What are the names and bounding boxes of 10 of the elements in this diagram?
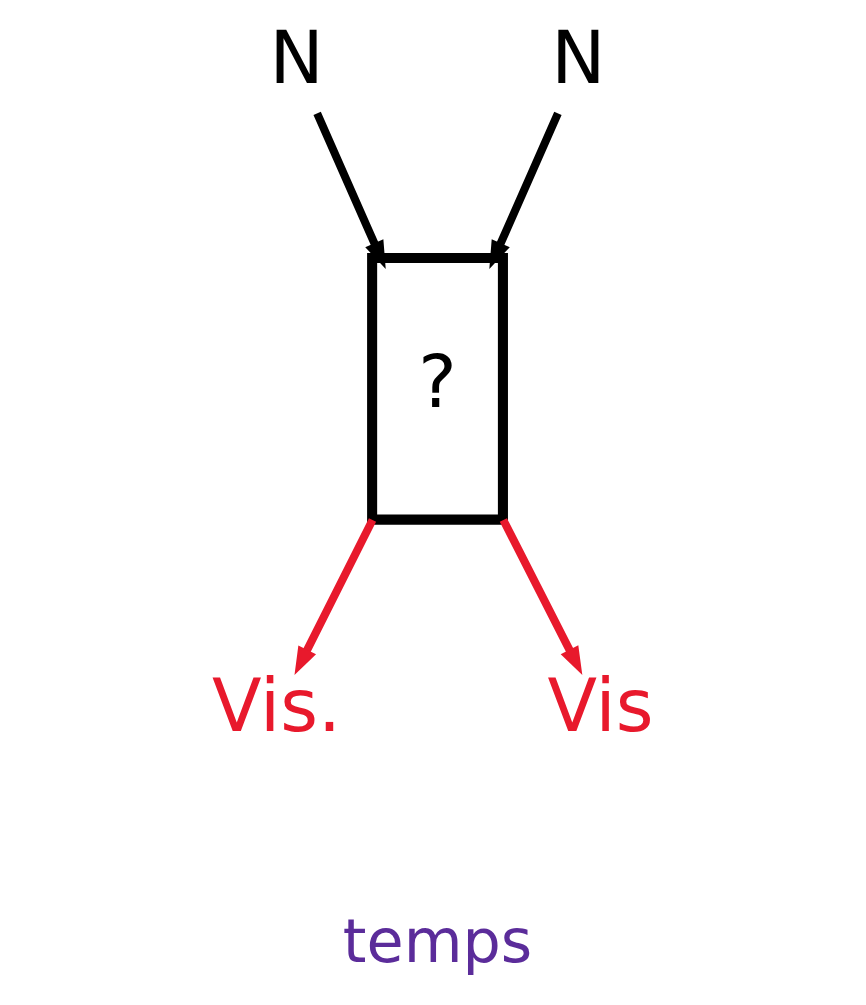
arrow (294, 518, 377, 676)
arrow (489, 111, 562, 270)
arrow (499, 518, 583, 676)
label: temps (342, 906, 533, 977)
node-box: ? (367, 252, 508, 525)
node-text: N (269, 15, 324, 100)
arrow (313, 111, 386, 270)
node-text: Vis (547, 663, 654, 748)
node-text: Vis. (212, 663, 341, 748)
node-text: N (551, 15, 606, 100)
